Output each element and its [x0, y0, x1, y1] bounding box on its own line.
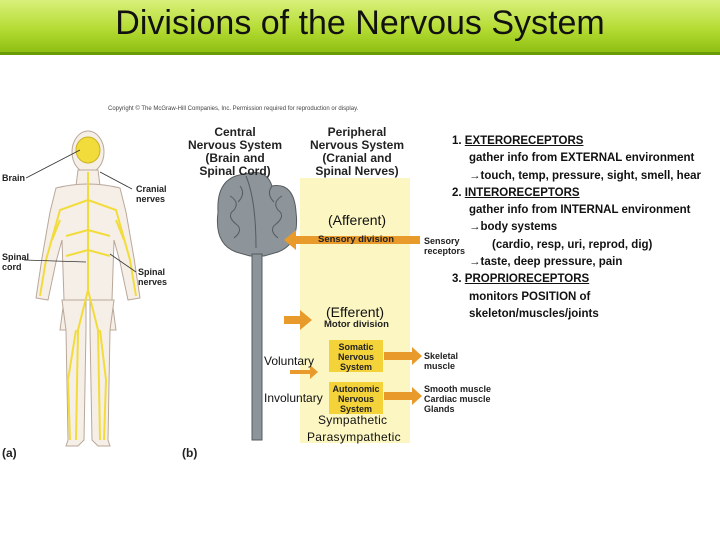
label-afferent: (Afferent): [328, 212, 387, 228]
note-line: gather info from EXTERNAL environment: [469, 152, 695, 165]
label-brain: Brain: [2, 173, 26, 183]
slide-title: Divisions of the Nervous System: [115, 4, 605, 42]
note-line: 3. PROPRIORECEPTORS: [452, 273, 590, 286]
cns-brain: [216, 172, 298, 257]
sensory-arrow: [284, 230, 420, 250]
nerve-network: [39, 172, 137, 441]
note-line: →touch, temp, pressure, sight, smell, he…: [469, 169, 701, 182]
note-line: monitors POSITION of: [469, 290, 591, 303]
title-bar: [0, 0, 720, 55]
somatic-arrow: [384, 347, 422, 365]
note-line: →body systems: [469, 221, 558, 234]
note-line: (cardio, resp, uri, reprod, dig): [492, 238, 653, 251]
header-central-nervous-system: Central Nervous System (Brain and Spinal…: [187, 125, 283, 178]
label-sympathetic: Sympathetic: [318, 413, 388, 427]
autonomic-arrow: [384, 387, 422, 405]
brain-small: [75, 136, 101, 164]
label-motor-division: Motor division: [324, 319, 389, 330]
label-involuntary: Involuntary: [264, 391, 323, 405]
note-line: →taste, deep pressure, pain: [469, 256, 623, 269]
note-line: 1. EXTERORECEPTORS: [452, 135, 584, 147]
header-peripheral-nervous-system: Peripheral Nervous System (Cranial and S…: [309, 125, 405, 178]
receptor-notes: 1. EXTERORECEPTORS gather info from EXTE…: [452, 133, 718, 323]
label-sensory-division: Sensory division: [318, 234, 395, 245]
somatic-box: [329, 340, 383, 372]
note-line: 2. INTERORECEPTORS: [452, 186, 580, 199]
note-line: skeleton/muscles/joints: [469, 307, 599, 320]
cns-spinal-cord: [251, 253, 263, 441]
motor-arrow: [284, 310, 312, 330]
copyright-notice: Copyright © The McGraw-Hill Companies, I…: [108, 106, 359, 112]
label-fig-b: (b): [182, 446, 198, 460]
voluntary-arrow: [290, 365, 318, 379]
label-parasympathetic: Parasympathetic: [307, 430, 401, 444]
note-line: gather info from INTERNAL environment: [469, 204, 691, 217]
label-efferent: (Efferent): [326, 304, 385, 320]
label-voluntary: Voluntary: [264, 354, 315, 368]
autonomic-box: [329, 382, 383, 414]
label-fig-a: (a): [2, 446, 17, 460]
